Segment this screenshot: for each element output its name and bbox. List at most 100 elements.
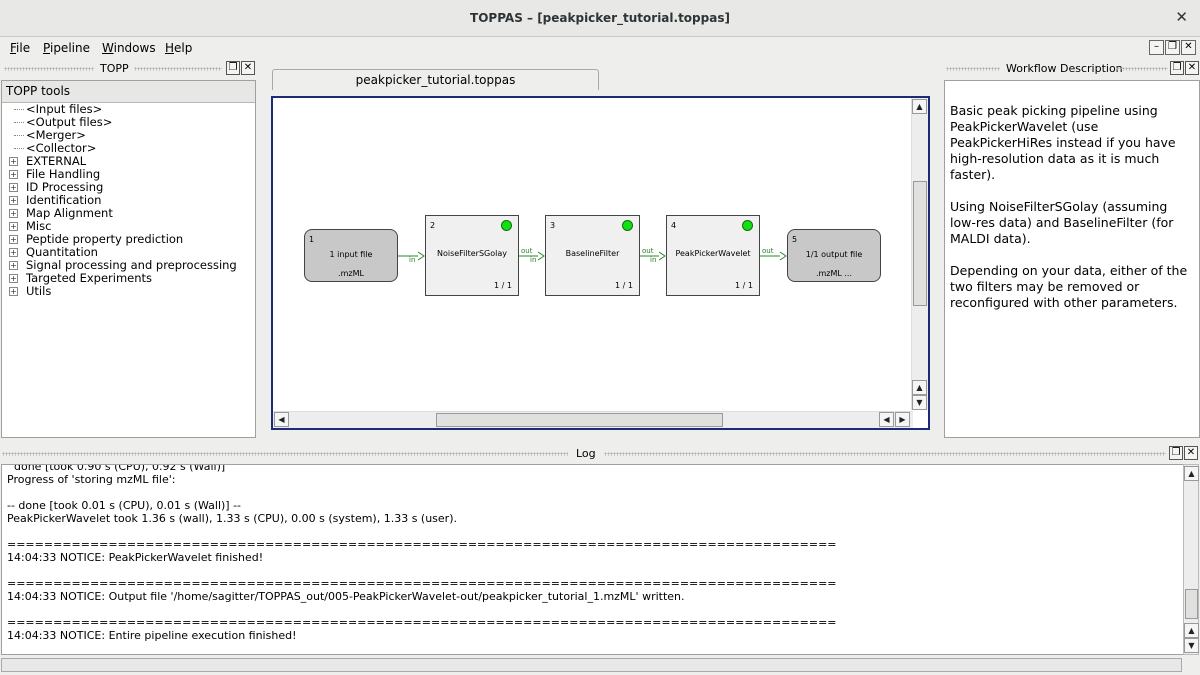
topp-dock-title: TOPP xyxy=(100,62,129,75)
expand-icon: + xyxy=(9,248,18,257)
workflow-paragraph: Basic peak picking pipeline using PeakPi… xyxy=(950,103,1176,182)
minimize-icon[interactable]: – xyxy=(1149,40,1164,55)
log-line: ========================================… xyxy=(7,577,837,590)
status-light-icon xyxy=(622,220,633,231)
log-line: 14:04:33 NOTICE: PeakPickerWavelet finis… xyxy=(7,551,264,564)
tree-group-file-handling[interactable]: +File Handling xyxy=(9,167,101,181)
scroll-left-icon[interactable]: ◀ xyxy=(274,412,289,427)
log-line: 14:04:33 NOTICE: Entire pipeline executi… xyxy=(7,629,297,642)
window-titlebar: TOPPAS – [peakpicker_tutorial.toppas] ✕ xyxy=(0,0,1200,37)
bottom-horizontal-scrollbar[interactable] xyxy=(1,658,1182,672)
scroll-up-icon[interactable]: ▲ xyxy=(912,380,927,395)
log-line: -- done [took 0.01 s (CPU), 0.01 s (Wall… xyxy=(7,499,242,512)
pipeline-node-output[interactable]: 5 1/1 output file .mzML ... xyxy=(787,229,881,282)
menu-bar: File Pipeline Windows Help – ❐ ✕ xyxy=(0,37,1200,59)
log-line: Progress of 'storing mzML file': xyxy=(7,473,176,486)
log-line: done [took 0.90 s (CPU), 0.92 s (Wall)] xyxy=(7,464,226,473)
window-title: TOPPAS – [peakpicker_tutorial.toppas] xyxy=(470,11,730,25)
scroll-up-icon[interactable]: ▲ xyxy=(1184,466,1199,481)
port-label-out: out xyxy=(762,247,774,255)
topp-tools-tree: <Input files> <Output files> <Merger> <C… xyxy=(2,103,255,298)
scroll-up-icon[interactable]: ▲ xyxy=(912,99,927,114)
topp-tools-panel: TOPP tools <Input files> <Output files> … xyxy=(1,80,256,438)
tree-group-misc[interactable]: +Misc xyxy=(9,219,52,233)
canvas-horizontal-scrollbar[interactable]: ◀ ◀ ▶ xyxy=(273,411,913,428)
port-label-in: in xyxy=(409,256,416,264)
float-icon[interactable]: ❐ xyxy=(226,61,240,75)
float-icon[interactable]: ❐ xyxy=(1170,61,1184,75)
port-label-out: out xyxy=(642,247,654,255)
expand-icon: + xyxy=(9,183,18,192)
tree-group-external[interactable]: +EXTERNAL xyxy=(9,154,87,168)
tree-group-quantitation[interactable]: +Quantitation xyxy=(9,245,98,259)
tree-group-signal-processing[interactable]: +Signal processing and preprocessing xyxy=(9,258,237,272)
pipeline-node-input[interactable]: 1 1 input file .mzML xyxy=(304,229,398,282)
window-close-icon[interactable]: ✕ xyxy=(1175,8,1188,26)
tree-group-id-processing[interactable]: +ID Processing xyxy=(9,180,104,194)
tree-item-merger[interactable]: <Merger> xyxy=(9,129,255,142)
scroll-up-icon[interactable]: ▲ xyxy=(1184,623,1199,638)
expand-icon: + xyxy=(9,235,18,244)
canvas-vertical-scrollbar[interactable]: ▲ ▲ ▼ xyxy=(911,98,928,410)
log-panel[interactable]: done [took 0.90 s (CPU), 0.92 s (Wall)] … xyxy=(1,464,1184,655)
tree-item-output-files[interactable]: <Output files> xyxy=(9,116,255,129)
close-icon[interactable]: ✕ xyxy=(1185,61,1199,75)
workflow-dock-title: Workflow Description xyxy=(1006,62,1123,75)
status-light-icon xyxy=(742,220,753,231)
port-label-in: in xyxy=(530,256,537,264)
tree-group-map-alignment[interactable]: +Map Alignment xyxy=(9,206,113,220)
expand-icon: + xyxy=(9,274,18,283)
tree-item-collector[interactable]: <Collector> xyxy=(9,142,255,155)
expand-icon: + xyxy=(9,170,18,179)
port-label-in: in xyxy=(650,256,657,264)
vertical-scroll-thumb[interactable] xyxy=(913,181,927,306)
expand-icon: + xyxy=(9,157,18,166)
expand-icon: + xyxy=(9,209,18,218)
status-light-icon xyxy=(501,220,512,231)
expand-icon: + xyxy=(9,196,18,205)
pipeline-node-noisefilter[interactable]: 2 NoiseFilterSGolay 1 / 1 xyxy=(425,215,519,296)
topp-dock-titlebar[interactable]: TOPP ❐ ✕ xyxy=(2,61,257,77)
tree-group-peptide-property-prediction[interactable]: +Peptide property prediction xyxy=(9,232,184,246)
workflow-description-panel: Basic peak picking pipeline using PeakPi… xyxy=(944,80,1200,438)
log-vertical-scrollbar[interactable]: ▲ ▲ ▼ xyxy=(1183,464,1199,655)
scroll-right-icon[interactable]: ▶ xyxy=(895,412,910,427)
log-line: 14:04:33 NOTICE: Output file '/home/sagi… xyxy=(7,590,685,603)
log-scroll-thumb[interactable] xyxy=(1185,589,1198,619)
menu-pipeline[interactable]: Pipeline xyxy=(43,41,90,55)
expand-icon: + xyxy=(9,261,18,270)
tree-group-targeted-experiments[interactable]: +Targeted Experiments xyxy=(9,271,153,285)
tree-group-identification[interactable]: +Identification xyxy=(9,193,102,207)
tree-group-utils[interactable]: +Utils xyxy=(9,284,52,298)
scroll-down-icon[interactable]: ▼ xyxy=(912,395,927,410)
log-line: PeakPickerWavelet took 1.36 s (wall), 1.… xyxy=(7,512,457,525)
workflow-dock-titlebar[interactable]: Workflow Description ❐ ✕ xyxy=(944,61,1200,77)
close-icon[interactable]: ✕ xyxy=(241,61,255,75)
scroll-left-icon[interactable]: ◀ xyxy=(879,412,894,427)
tree-item-input-files[interactable]: <Input files> xyxy=(9,103,255,116)
restore-icon[interactable]: ❐ xyxy=(1165,40,1180,55)
topp-tools-header: TOPP tools xyxy=(2,81,255,103)
pipeline-edges xyxy=(398,251,787,261)
pipeline-canvas[interactable]: 1 1 input file .mzML 2 NoiseFilterSGolay… xyxy=(271,96,930,430)
workflow-paragraph: Depending on your data, either of the tw… xyxy=(950,263,1188,310)
close-icon[interactable]: ✕ xyxy=(1184,446,1198,460)
port-label-out: out xyxy=(521,247,533,255)
log-dock-title: Log xyxy=(576,447,596,460)
scroll-down-icon[interactable]: ▼ xyxy=(1184,638,1199,653)
horizontal-scroll-thumb[interactable] xyxy=(436,413,723,427)
expand-icon: + xyxy=(9,287,18,296)
workflow-paragraph: Using NoiseFilterSGolay (assuming low-re… xyxy=(950,199,1174,246)
pipeline-node-baselinefilter[interactable]: 3 BaselineFilter 1 / 1 xyxy=(545,215,640,296)
log-line: ========================================… xyxy=(7,616,837,629)
float-icon[interactable]: ❐ xyxy=(1169,446,1183,460)
menu-windows[interactable]: Windows xyxy=(102,41,156,55)
menu-file[interactable]: File xyxy=(10,41,31,55)
tab-peakpicker-tutorial[interactable]: peakpicker_tutorial.toppas xyxy=(272,69,599,90)
log-line: ========================================… xyxy=(7,538,837,551)
close-document-icon[interactable]: ✕ xyxy=(1181,40,1196,55)
menu-help[interactable]: Help xyxy=(165,41,193,55)
expand-icon: + xyxy=(9,222,18,231)
pipeline-node-peakpicker[interactable]: 4 PeakPickerWavelet 1 / 1 xyxy=(666,215,760,296)
log-dock-titlebar[interactable]: Log ❐ ✕ xyxy=(0,446,1200,462)
